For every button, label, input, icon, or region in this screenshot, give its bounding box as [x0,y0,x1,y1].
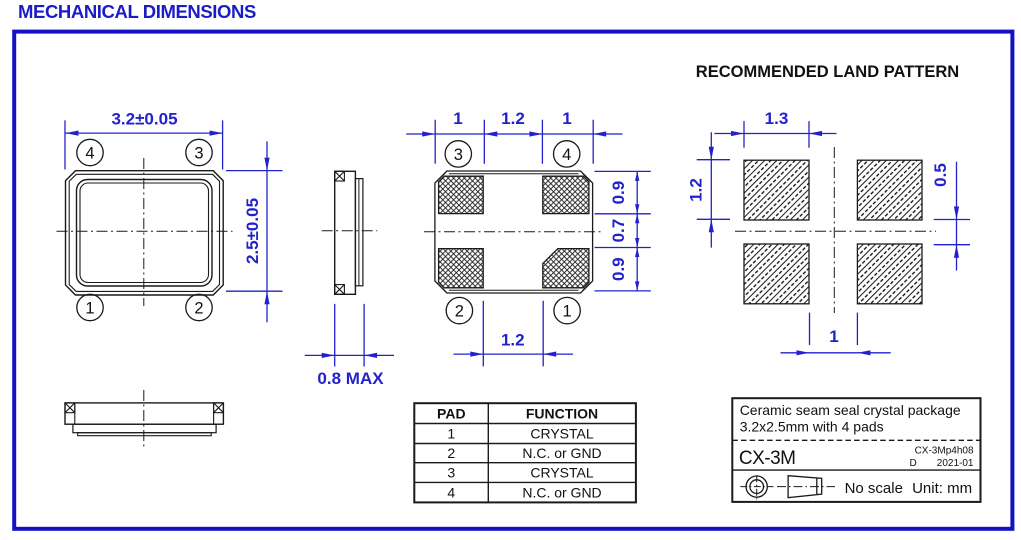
svg-text:1: 1 [829,327,838,346]
svg-text:1.2: 1.2 [501,109,525,128]
svg-text:2021-01: 2021-01 [937,458,974,469]
svg-text:1: 1 [447,426,455,442]
svg-text:0.8 MAX: 0.8 MAX [317,369,384,388]
svg-text:1.2: 1.2 [687,178,706,202]
svg-text:1.2: 1.2 [501,331,525,350]
svg-text:CRYSTAL: CRYSTAL [530,465,593,481]
svg-text:2: 2 [455,303,464,321]
svg-text:3: 3 [447,465,455,481]
svg-text:2: 2 [447,445,455,461]
svg-text:4: 4 [562,146,571,164]
svg-text:Ceramic seam seal crystal pack: Ceramic seam seal crystal package [740,402,961,418]
svg-text:0.7: 0.7 [609,219,628,243]
svg-text:MECHANICAL DIMENSIONS: MECHANICAL DIMENSIONS [18,1,256,22]
svg-text:2.5±0.05: 2.5±0.05 [243,198,262,264]
svg-text:1: 1 [453,109,462,128]
svg-text:1.3: 1.3 [765,109,789,128]
svg-text:FUNCTION: FUNCTION [526,406,598,422]
svg-text:0.9: 0.9 [609,257,628,281]
svg-text:N.C. or GND: N.C. or GND [522,485,601,501]
svg-text:D: D [910,458,917,469]
svg-text:1: 1 [85,300,94,318]
svg-text:4: 4 [85,145,94,163]
svg-text:CX-3M: CX-3M [739,448,796,469]
svg-text:0.9: 0.9 [609,181,628,205]
svg-text:PAD: PAD [437,406,466,422]
svg-text:CRYSTAL: CRYSTAL [530,426,593,442]
svg-text:4: 4 [447,485,455,501]
svg-text:3: 3 [454,146,463,164]
svg-text:RECOMMENDED LAND PATTERN: RECOMMENDED LAND PATTERN [696,63,959,81]
svg-text:Unit: mm: Unit: mm [912,480,972,497]
svg-text:3.2x2.5mm with 4 pads: 3.2x2.5mm with 4 pads [740,419,884,435]
svg-text:1: 1 [562,109,571,128]
svg-text:No scale: No scale [845,480,903,497]
svg-text:2: 2 [194,300,203,318]
svg-text:CX-3Mp4h08: CX-3Mp4h08 [915,445,974,456]
svg-text:0.5: 0.5 [931,163,950,187]
svg-text:1: 1 [563,303,572,321]
svg-text:N.C. or GND: N.C. or GND [522,445,601,461]
svg-text:3: 3 [194,145,203,163]
svg-text:3.2±0.05: 3.2±0.05 [111,110,177,129]
